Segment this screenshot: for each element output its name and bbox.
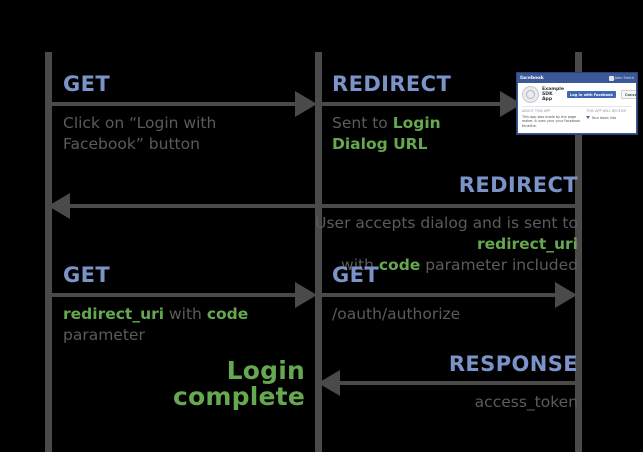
arrow-head-get-redirect-uri — [295, 282, 317, 308]
login-complete-line-2: complete — [173, 382, 305, 411]
desc-line-1: Sent to Login — [332, 113, 507, 134]
arrow-head-get-login — [295, 91, 317, 117]
desc-text: Sent to — [332, 114, 393, 132]
desc-highlight-dialog-url: Dialog URL — [332, 135, 428, 153]
desc-text: User accepts dialog and is sent to — [315, 214, 578, 232]
desc-highlight-redirect-uri: redirect_uri — [476, 235, 578, 253]
login-complete-line-1: Login — [226, 356, 305, 385]
lifeline-client — [45, 52, 52, 452]
chevron-down-icon — [586, 116, 591, 120]
arrow-head-redirect-dialog — [500, 91, 522, 117]
fb-account-name: John Smith — [614, 76, 634, 80]
message-line-get-login — [48, 102, 300, 106]
arrow-head-response-token — [318, 370, 340, 396]
fb-permission-row: Your basic info — [586, 116, 632, 121]
desc-highlight-login: Login — [392, 114, 441, 132]
fb-dialog-body: Example SDK App Log In with Facebook Can… — [518, 83, 636, 133]
message-label-get-login: GET — [63, 72, 111, 96]
message-line-get-oauth-authorize — [318, 293, 560, 297]
message-description-get-redirect-uri: redirect_uri with code parameter — [63, 304, 303, 346]
message-description-redirect-back: User accepts dialog and is sent to redir… — [228, 213, 578, 276]
message-label-response-token: RESPONSE — [448, 352, 578, 376]
lifeline-facebook — [575, 52, 582, 452]
desc-line-2: with code parameter included — [228, 255, 578, 276]
desc-highlight-redirect-uri: redirect_uri — [63, 305, 165, 323]
fb-dialog-titlebar: facebook John Smith — [518, 74, 636, 83]
fb-about-text: This app was made by the page maker. It … — [522, 114, 581, 128]
desc-text-2: with — [341, 256, 379, 274]
message-description-redirect-dialog: Sent to Login Dialog URL — [332, 113, 507, 155]
login-complete-label: Login complete — [120, 358, 305, 410]
desc-line-1: redirect_uri with code — [63, 304, 303, 325]
arrow-head-get-oauth-authorize — [555, 282, 577, 308]
desc-highlight-code: code — [206, 305, 249, 323]
arrow-head-redirect-back — [48, 193, 70, 219]
message-label-redirect-dialog: REDIRECT — [332, 72, 452, 96]
message-line-redirect-back — [68, 204, 578, 208]
fb-permission-text: Your basic info — [591, 115, 617, 120]
fb-columns: ABOUT THIS APP This app was made by the … — [522, 109, 632, 133]
app-circle-icon — [522, 86, 539, 103]
fb-permissions-column: THIS APP WILL RECEIVE Your basic info — [586, 109, 632, 133]
desc-line-1: User accepts dialog and is sent to redir… — [228, 213, 578, 255]
fb-about-caption: ABOUT THIS APP — [522, 109, 551, 113]
message-label-get-oauth-authorize: GET — [332, 263, 380, 287]
message-description-response-token: access_token — [474, 393, 578, 411]
desc-line-2: parameter — [63, 326, 145, 344]
desc-highlight-code: code — [378, 256, 421, 274]
fb-app-name: Example SDK App — [542, 87, 564, 102]
desc-line-2: Dialog URL — [332, 134, 507, 155]
facebook-login-dialog-thumbnail[interactable]: facebook John Smith Example SDK App Log … — [517, 73, 637, 134]
message-line-response-token — [338, 381, 578, 385]
desc-text: with — [164, 305, 207, 323]
lifeline-server — [315, 52, 322, 452]
desc-line-2: Facebook” button — [63, 135, 200, 153]
message-description-get-login: Click on “Login with Facebook” button — [63, 113, 293, 155]
divider — [522, 106, 632, 107]
fb-account-area: John Smith — [608, 74, 634, 83]
message-line-get-redirect-uri — [48, 293, 300, 297]
fb-about-column: ABOUT THIS APP This app was made by the … — [522, 109, 581, 133]
fb-permissions-caption: THIS APP WILL RECEIVE — [586, 109, 627, 113]
message-description-get-oauth-authorize: /oauth/authorize — [332, 305, 461, 323]
fb-app-row: Example SDK App Log In with Facebook Can… — [522, 86, 636, 103]
fb-login-button[interactable]: Log In with Facebook — [566, 91, 616, 98]
desc-text-3: parameter included — [420, 256, 578, 274]
facebook-wordmark: facebook — [520, 75, 544, 81]
fb-cancel-button[interactable]: Cancel Login — [620, 90, 636, 99]
message-label-get-redirect-uri: GET — [63, 263, 111, 287]
message-label-redirect-back: REDIRECT — [458, 173, 578, 197]
avatar — [608, 76, 614, 81]
desc-line-1: Click on “Login with — [63, 114, 217, 132]
message-line-redirect-dialog — [318, 102, 508, 106]
